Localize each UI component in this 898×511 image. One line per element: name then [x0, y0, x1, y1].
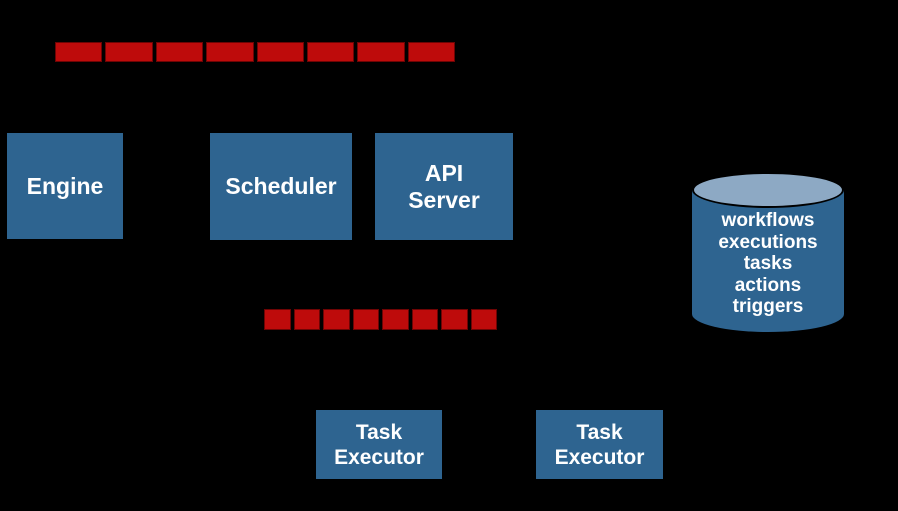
queue-segment [470, 309, 497, 330]
queue-segment [407, 42, 455, 62]
message-queue-top [55, 42, 455, 62]
database-items: workflows executions tasks actions trigg… [692, 210, 844, 318]
queue-segment [293, 309, 320, 330]
queue-segment [55, 42, 103, 62]
queue-segment [256, 42, 304, 62]
database-cylinder-cap [692, 172, 844, 208]
queue-segment [323, 309, 350, 330]
queue-segment [105, 42, 153, 62]
database-item-actions: actions [734, 274, 802, 296]
queue-segment [264, 309, 291, 330]
queue-segment [411, 309, 438, 330]
queue-segment [352, 309, 379, 330]
queue-segment [206, 42, 254, 62]
database-cylinder: workflows executions tasks actions trigg… [692, 172, 844, 332]
queue-segment [306, 42, 355, 62]
database-item-tasks: tasks [743, 253, 793, 274]
node-task-executor-2: Task Executor [536, 410, 663, 479]
database-cylinder-body [692, 190, 844, 332]
queue-segment [441, 309, 468, 330]
queue-segment [155, 42, 204, 62]
database-item-triggers: triggers [732, 296, 804, 317]
message-queue-bottom [264, 309, 497, 330]
node-engine: Engine [7, 133, 123, 239]
queue-segment [382, 309, 409, 330]
queue-segment [357, 42, 405, 62]
database-item-workflows: workflows [721, 210, 815, 231]
node-scheduler: Scheduler [210, 133, 352, 240]
node-api-server: API Server [375, 133, 513, 240]
database-item-executions: executions [718, 231, 818, 253]
node-task-executor-1: Task Executor [316, 410, 442, 479]
